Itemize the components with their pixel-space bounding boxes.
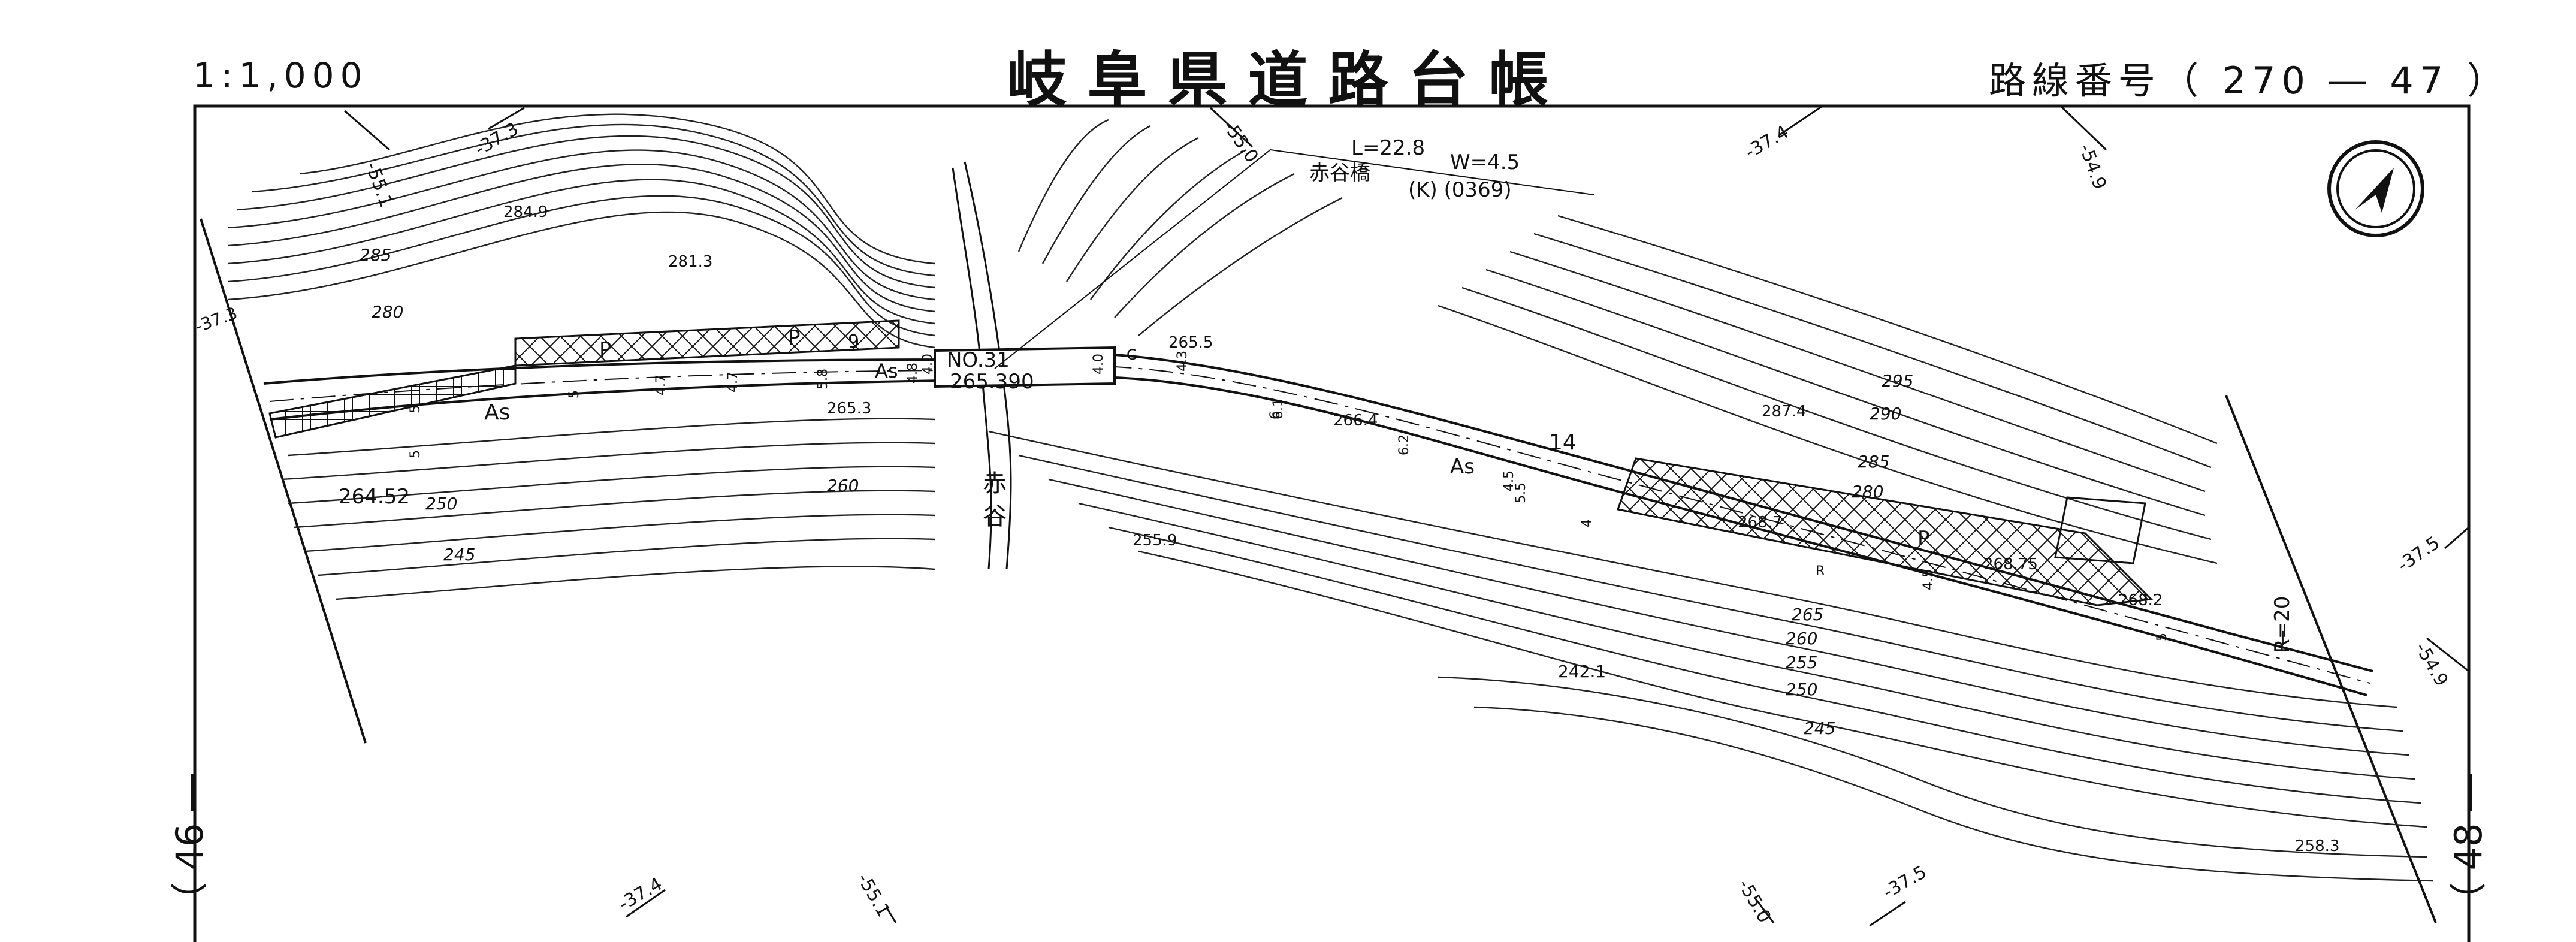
- spot-height: 255.9: [1133, 532, 1177, 550]
- contour-label: 290: [1870, 404, 1901, 424]
- coord-label: -37.3: [192, 303, 240, 337]
- contour-label: 295: [1882, 371, 1913, 391]
- spot-height: 258.3: [2295, 837, 2339, 855]
- coord-label: -37.4: [615, 874, 666, 915]
- width-label: 5.8: [816, 369, 831, 390]
- width-label: 6.1: [1271, 398, 1286, 419]
- hatched-area-north: [514, 319, 900, 367]
- contour-label: 250: [1786, 680, 1817, 699]
- road-part-label: C: [1127, 346, 1137, 363]
- parking-label: P: [599, 338, 612, 362]
- road: [263, 353, 2373, 696]
- width-label: 4.8: [905, 363, 920, 384]
- spot-height: 265.3: [827, 400, 871, 418]
- parking-label: P: [1917, 527, 1930, 551]
- bridge-length: L=22.8: [1351, 136, 1425, 160]
- width-label: 4.3: [1175, 351, 1190, 372]
- road-part-label: R: [1816, 564, 1825, 579]
- coord-label: -55.0: [1218, 117, 1262, 167]
- pavement-label: As: [484, 400, 510, 425]
- contour-label: 255: [1786, 653, 1817, 672]
- contour-label: 285: [1858, 452, 1889, 472]
- width-label: 4.5: [1921, 569, 1936, 590]
- contour-label: 245: [443, 545, 475, 564]
- width-label: 5.5: [1514, 482, 1529, 503]
- coord-label: -37.4: [1742, 122, 1793, 163]
- bridge-code: (K) (0369): [1408, 178, 1512, 202]
- river-name-1: 赤: [983, 470, 1007, 497]
- map-frame: [193, 104, 2471, 942]
- bridge-width: W=4.5: [1450, 150, 1520, 174]
- road-part-label: I: [2280, 628, 2285, 649]
- contour-label: 280: [1852, 482, 1883, 502]
- contour-label: 260: [827, 476, 859, 496]
- spot-height: 287.4: [1762, 403, 1806, 421]
- map-scale: 1:1,000: [193, 55, 369, 96]
- hatched-area-east: [1617, 457, 2154, 606]
- curve-radius: R=20: [2270, 596, 2294, 653]
- spot-height: 264.52: [339, 485, 410, 509]
- pavement-label: As: [875, 360, 898, 382]
- river-name-2: 谷: [983, 503, 1007, 530]
- contour-label: 280: [372, 302, 403, 322]
- sheet-edge-left: [200, 218, 367, 744]
- contour-label: 260: [1786, 629, 1817, 648]
- coord-label: -37.5: [2394, 532, 2444, 576]
- road-part-label: 9: [848, 331, 859, 352]
- contour-label: 285: [360, 245, 391, 265]
- width-label: 5: [408, 450, 423, 458]
- bridge-leader: [994, 149, 1594, 369]
- spot-height: 266.4: [1333, 412, 1378, 430]
- contour-label: 245: [1804, 718, 1835, 738]
- coord-label: -55.0: [1734, 876, 1775, 927]
- width-label: 6: [1268, 411, 1283, 419]
- spot-height: 268.7: [1738, 514, 1782, 532]
- width-label: 4.7: [654, 375, 669, 395]
- width-label: 4.7: [726, 372, 741, 393]
- spot-height: 265.5: [1168, 334, 1213, 352]
- width-label: 5: [408, 405, 423, 413]
- bridge-name: 赤谷橋: [1309, 161, 1370, 185]
- point-14: 14: [1549, 430, 1577, 455]
- north-arrow-icon: [2327, 140, 2424, 237]
- contour-lines: [227, 113, 2433, 882]
- coordinate-ticks: [344, 105, 2469, 927]
- coord-label: -55.1: [853, 870, 894, 921]
- width-label: 5: [567, 390, 582, 398]
- width-label: 4.5: [1502, 470, 1517, 491]
- spot-height: 268.2: [2118, 591, 2163, 609]
- contour-label: 265: [1792, 605, 1823, 624]
- route-number: 路線番号（ 270 ― 47 ）: [1988, 59, 2510, 102]
- map-title: 岐阜県道路台帳: [1007, 45, 1569, 115]
- station-no: NO.31: [947, 348, 1010, 372]
- parking-label: P: [788, 326, 801, 350]
- coord-label: -54.9: [2411, 639, 2452, 690]
- station-chainage: 265.390: [950, 370, 1034, 394]
- contour-label: 250: [425, 494, 457, 514]
- building-block: [2054, 496, 2146, 564]
- spot-height: 242.1: [1558, 662, 1606, 681]
- width-label: 4: [1580, 519, 1594, 527]
- grid-area-west: [268, 364, 517, 439]
- coord-label: -37.5: [1880, 862, 1931, 903]
- width-label: 4.0: [1091, 354, 1106, 375]
- pavement-label: As: [1450, 455, 1475, 479]
- width-label: 5: [2155, 633, 2170, 641]
- spot-height: 284.9: [503, 203, 548, 221]
- bridge-deck: [934, 346, 1116, 388]
- spot-height: 268.75: [1983, 555, 2038, 573]
- width-label: 4.0: [920, 354, 935, 375]
- width-label: 6.2: [1397, 434, 1412, 455]
- spot-height: 281.3: [668, 253, 712, 271]
